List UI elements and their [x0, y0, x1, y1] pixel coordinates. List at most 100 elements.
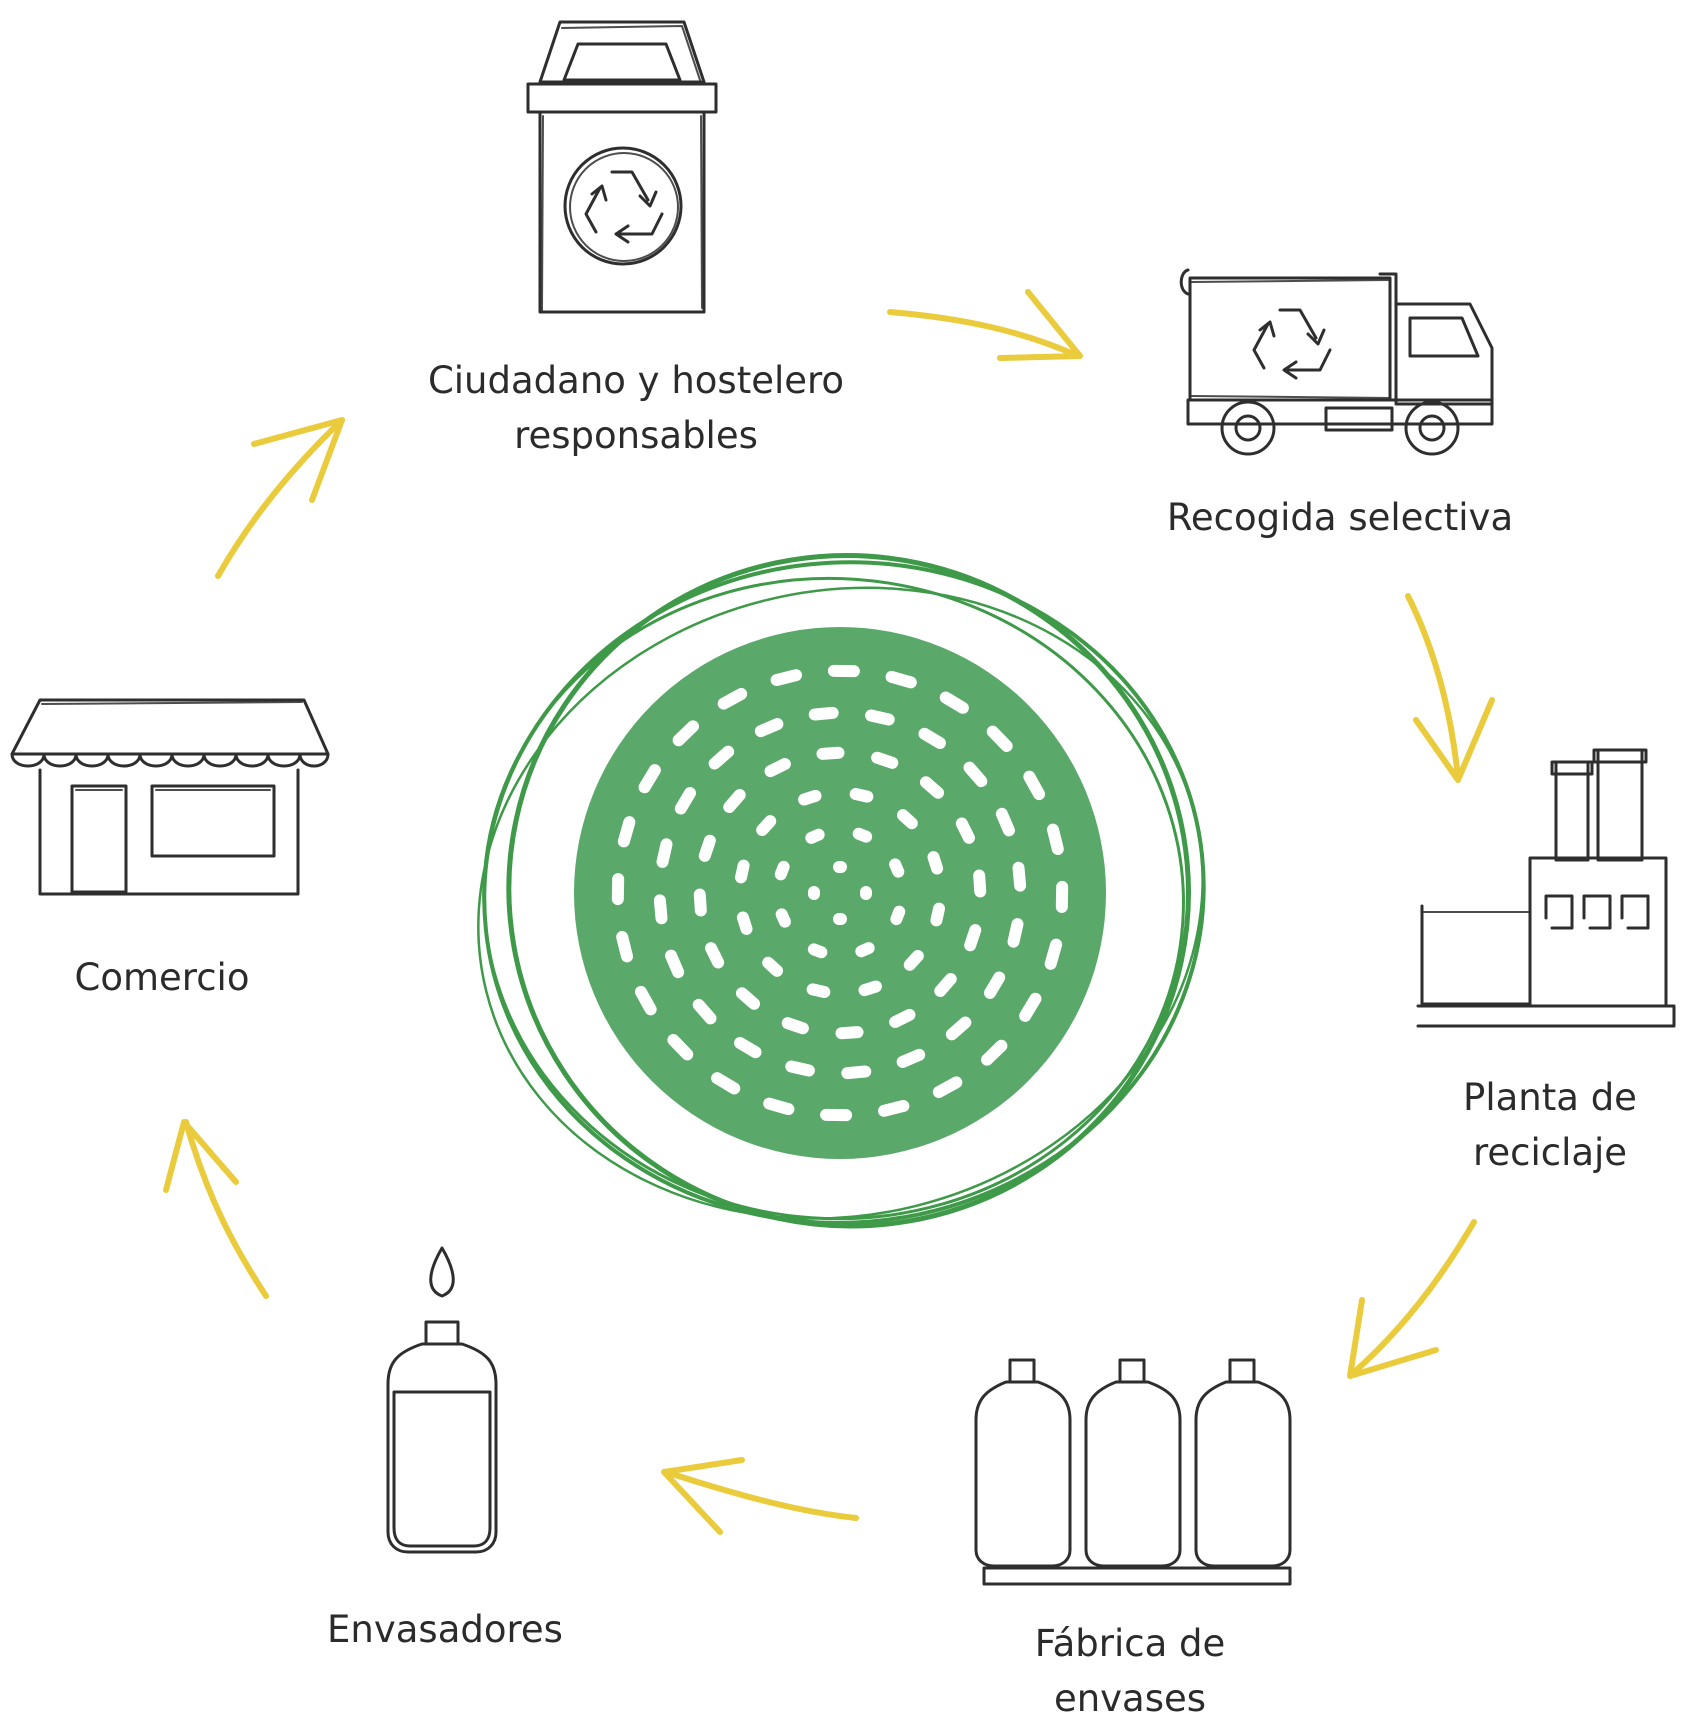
recycle-symbol	[1252, 308, 1332, 380]
globe-dash	[774, 860, 790, 881]
globe-dash	[1007, 918, 1024, 948]
bottle-2	[1084, 1358, 1182, 1568]
globe-dash	[833, 913, 847, 925]
label-shop: Comercio	[40, 950, 284, 1005]
globe-dash	[877, 1099, 910, 1117]
globe-dash	[756, 815, 777, 837]
globe-dash	[852, 827, 873, 843]
globe-dash	[995, 807, 1015, 837]
globe-dash	[858, 980, 882, 997]
factory-icon	[1416, 748, 1676, 1028]
arrow-plant-to-container-factory	[1347, 1219, 1477, 1379]
label-packers: Envasadores	[290, 1602, 600, 1657]
globe-dash	[665, 949, 685, 979]
globe-dash	[890, 905, 906, 926]
globe-dash	[734, 1036, 762, 1059]
globe-dash	[896, 1048, 926, 1068]
globe-dash	[865, 709, 895, 726]
recycling-bin-icon	[526, 20, 718, 314]
globe-dash	[981, 1039, 1008, 1066]
globe-dash	[634, 985, 657, 1016]
globe-dash	[616, 930, 634, 963]
globe-dash	[698, 834, 716, 862]
globe-dash	[930, 902, 945, 927]
label-citizen-line-1: Ciudadano y hostelero	[427, 359, 845, 402]
globe-dash	[849, 788, 874, 803]
globe-dash	[781, 1017, 809, 1035]
globe-sketch-ring	[506, 553, 1191, 1229]
globe-dash	[798, 789, 822, 806]
globe-dash	[764, 758, 791, 778]
globe-dash	[723, 788, 746, 814]
label-plant: Planta de reciclaje	[1400, 1070, 1700, 1180]
globe-dash	[807, 943, 828, 959]
label-container-factory-line-1: Fábrica de	[1034, 1622, 1226, 1665]
arrow-shop-to-citizen	[215, 417, 345, 579]
recycle-symbol	[584, 170, 664, 244]
globe-dash	[692, 998, 717, 1025]
globe-dash	[885, 670, 917, 689]
globe-dash	[955, 817, 975, 844]
globe-dash	[835, 1026, 864, 1040]
globe-dash	[934, 972, 957, 998]
globe-dash	[919, 776, 945, 799]
globe-sketch-rings	[477, 553, 1206, 1229]
globe-dash	[735, 859, 750, 884]
globe-dash	[693, 888, 707, 917]
arrow-container-factory-to-packers	[661, 1457, 859, 1535]
globe-dash	[964, 924, 982, 952]
label-citizen-line-2: responsables	[514, 414, 758, 457]
globe-dash	[918, 727, 946, 750]
globe-dash	[983, 971, 1006, 999]
globe-dash	[708, 745, 735, 770]
globe-dash	[963, 761, 988, 788]
globe-dash	[656, 838, 673, 868]
globe-dash	[672, 720, 699, 747]
globe-dash	[820, 1108, 853, 1122]
globe-dash	[705, 942, 725, 969]
globe-dash	[808, 886, 820, 900]
globe-dash	[611, 873, 625, 906]
globe-dash	[889, 1008, 916, 1028]
cycle-arrows	[163, 289, 1495, 1535]
globe-dash	[932, 1076, 963, 1099]
globe-dash	[638, 764, 661, 794]
label-citizen: Ciudadano y hostelero responsables	[380, 353, 892, 463]
shop-icon	[10, 698, 330, 896]
globe-dash	[871, 751, 899, 769]
label-container-factory: Fábrica de envases	[990, 1616, 1270, 1726]
bottle-1	[974, 1358, 1072, 1568]
three-bottles-icon	[974, 1358, 1292, 1586]
globe-dash	[717, 687, 748, 710]
globe-dash	[808, 706, 839, 721]
arrow-packers-to-shop	[163, 1119, 269, 1299]
globe-dash	[945, 1016, 972, 1041]
arrow-collection-to-plant	[1405, 593, 1495, 783]
globe-dash	[927, 851, 944, 875]
globe-dash	[973, 869, 987, 898]
globe-dash	[754, 718, 784, 738]
globe-dash	[735, 987, 761, 1010]
globe-dash	[736, 911, 753, 935]
globe-dash	[762, 956, 784, 977]
globe-dash	[833, 861, 847, 873]
central-globe	[477, 553, 1206, 1229]
globe-dash-pattern	[611, 664, 1069, 1122]
label-packers-line-1: Envasadores	[327, 1608, 563, 1651]
globe-dash	[763, 1097, 795, 1116]
globe-dash	[1023, 770, 1046, 801]
globe-dash	[1012, 861, 1027, 892]
globe-dash	[653, 894, 668, 925]
filled-bottle-icon	[386, 1246, 498, 1554]
globe-disc	[574, 627, 1106, 1159]
globe-dash	[939, 691, 969, 714]
label-plant-line-2: reciclaje	[1472, 1131, 1628, 1174]
globe-dash	[1046, 823, 1064, 856]
label-plant-line-1: Planta de	[1463, 1076, 1637, 1119]
recycling-truck-icon	[1179, 268, 1494, 456]
globe-dash	[806, 983, 831, 998]
globe-dash	[785, 1060, 815, 1077]
label-collection: Recogida selectiva	[1130, 490, 1550, 545]
globe-dash	[1019, 992, 1042, 1022]
arrow-citizen-to-collection	[887, 289, 1083, 361]
